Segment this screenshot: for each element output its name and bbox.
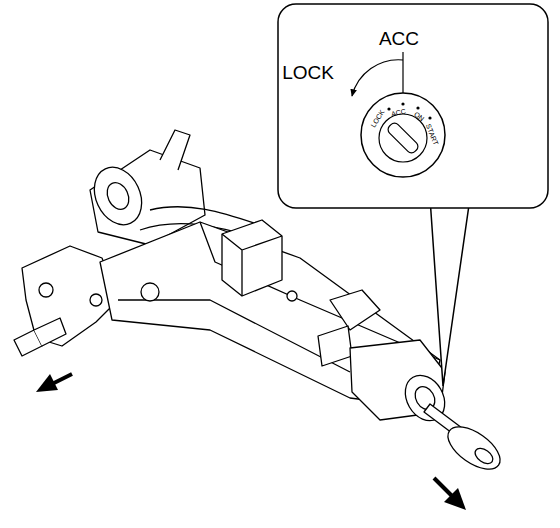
rotation-arrow [352,60,403,96]
housing-tab [330,290,380,330]
arrow [52,374,72,384]
cylinder-marking: LOCK [370,108,386,128]
inset-callout [278,4,548,386]
key-head [441,419,507,478]
bracket-hole [90,294,102,306]
cylinder-marking: ON [413,110,426,122]
position-dot [401,102,404,105]
removal-arrows [36,374,466,510]
module-edge [222,234,282,296]
bracket-hole [39,283,53,297]
key-logo [472,445,495,466]
cable [150,207,260,225]
tube-hole [141,283,159,301]
housing-slot [318,326,352,366]
position-label: LOCK [282,63,334,82]
cylinder-marking: ACC [390,107,406,117]
connector-body [34,318,66,346]
lever [160,130,190,170]
callout-frame [278,4,548,208]
square-module [222,220,282,296]
position-line [402,52,403,94]
key-slot [386,121,420,155]
position-dot [428,116,431,119]
arrow-head [444,488,466,510]
arrow-head [36,374,58,392]
arrow [434,478,452,496]
motor-end [85,160,150,233]
motor-cap [103,179,133,213]
cylinder-marking: START [425,122,440,145]
position-label: ACC [379,29,419,48]
tube-edge [118,300,350,372]
callout-pointer [430,198,470,386]
bolt [287,291,297,301]
key-cylinder [361,93,445,177]
position-dot [416,106,419,109]
